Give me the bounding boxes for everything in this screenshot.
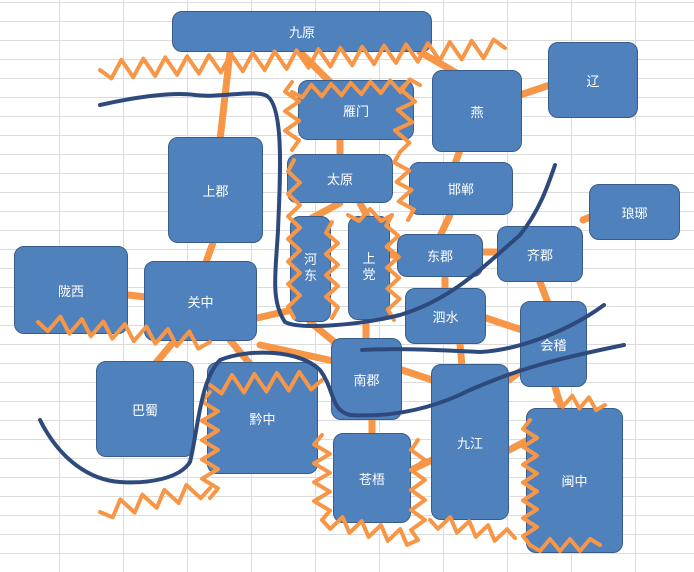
region-hedong[interactable]: 河东: [290, 216, 331, 322]
region-label: 闽中: [561, 475, 588, 490]
region-label: 会稽: [540, 338, 567, 354]
region-label: 南郡: [353, 373, 380, 389]
region-handan[interactable]: 邯郸: [409, 162, 513, 215]
connector-line: [482, 314, 526, 334]
region-label: 上郡: [202, 184, 229, 200]
region-label: 巴蜀: [131, 403, 158, 419]
connector-line: [216, 48, 234, 144]
connector-line: [256, 341, 342, 366]
region-liao[interactable]: 辽: [548, 42, 638, 118]
region-minzhong[interactable]: 闽中: [526, 408, 623, 553]
connector-line: [398, 366, 436, 384]
region-jiuyuan[interactable]: 九原: [172, 11, 432, 52]
region-cangwu[interactable]: 苍梧: [333, 433, 411, 523]
region-shangdang[interactable]: 上党: [348, 216, 390, 320]
region-qijun[interactable]: 齐郡: [497, 226, 583, 282]
region-guanzhong[interactable]: 关中: [144, 261, 257, 341]
connector-line: [226, 336, 254, 368]
region-label: 东郡: [426, 250, 453, 265]
region-label: 辽: [586, 74, 600, 90]
region-jiujiang[interactable]: 九江: [431, 364, 509, 520]
region-label: 苍梧: [358, 472, 385, 488]
region-yan[interactable]: 燕: [432, 70, 522, 152]
connector-line: [296, 48, 334, 86]
region-label: 关中: [187, 295, 214, 311]
connector-line: [456, 340, 466, 370]
connector-line: [536, 278, 552, 307]
connector-line: [436, 211, 454, 240]
region-label: 邯郸: [447, 183, 474, 198]
region-qianzhong[interactable]: 黔中: [207, 362, 318, 474]
region-label: 琅琊: [621, 206, 648, 222]
region-longxi[interactable]: 陇西: [14, 246, 128, 334]
region-yanmen[interactable]: 雁门: [298, 80, 414, 140]
connector-line: [551, 383, 566, 414]
region-label: 雁门: [342, 104, 369, 120]
region-shangjun[interactable]: 上郡: [168, 137, 263, 243]
region-bashu[interactable]: 巴蜀: [96, 361, 194, 457]
region-label: 河东: [303, 253, 317, 284]
region-nanjun[interactable]: 南郡: [331, 338, 402, 420]
connector-line: [516, 81, 554, 99]
region-label: 陇西: [57, 284, 84, 300]
region-label: 九原: [288, 26, 315, 41]
region-langya[interactable]: 琅琊: [589, 184, 680, 240]
region-dongjun[interactable]: 东郡: [397, 234, 483, 277]
region-label: 黔中: [249, 412, 276, 428]
region-kuaiji[interactable]: 会稽: [520, 301, 587, 387]
region-label: 泗水: [432, 310, 459, 326]
region-label: 九江: [456, 436, 483, 452]
connector-line: [407, 456, 436, 474]
region-label: 太原: [326, 173, 353, 188]
region-label: 燕: [470, 105, 484, 121]
region-label: 齐郡: [526, 248, 553, 264]
region-taiyuan[interactable]: 太原: [287, 154, 393, 203]
connector-line: [253, 306, 296, 322]
region-label: 上党: [362, 252, 376, 283]
region-sishui[interactable]: 泗水: [405, 288, 486, 344]
